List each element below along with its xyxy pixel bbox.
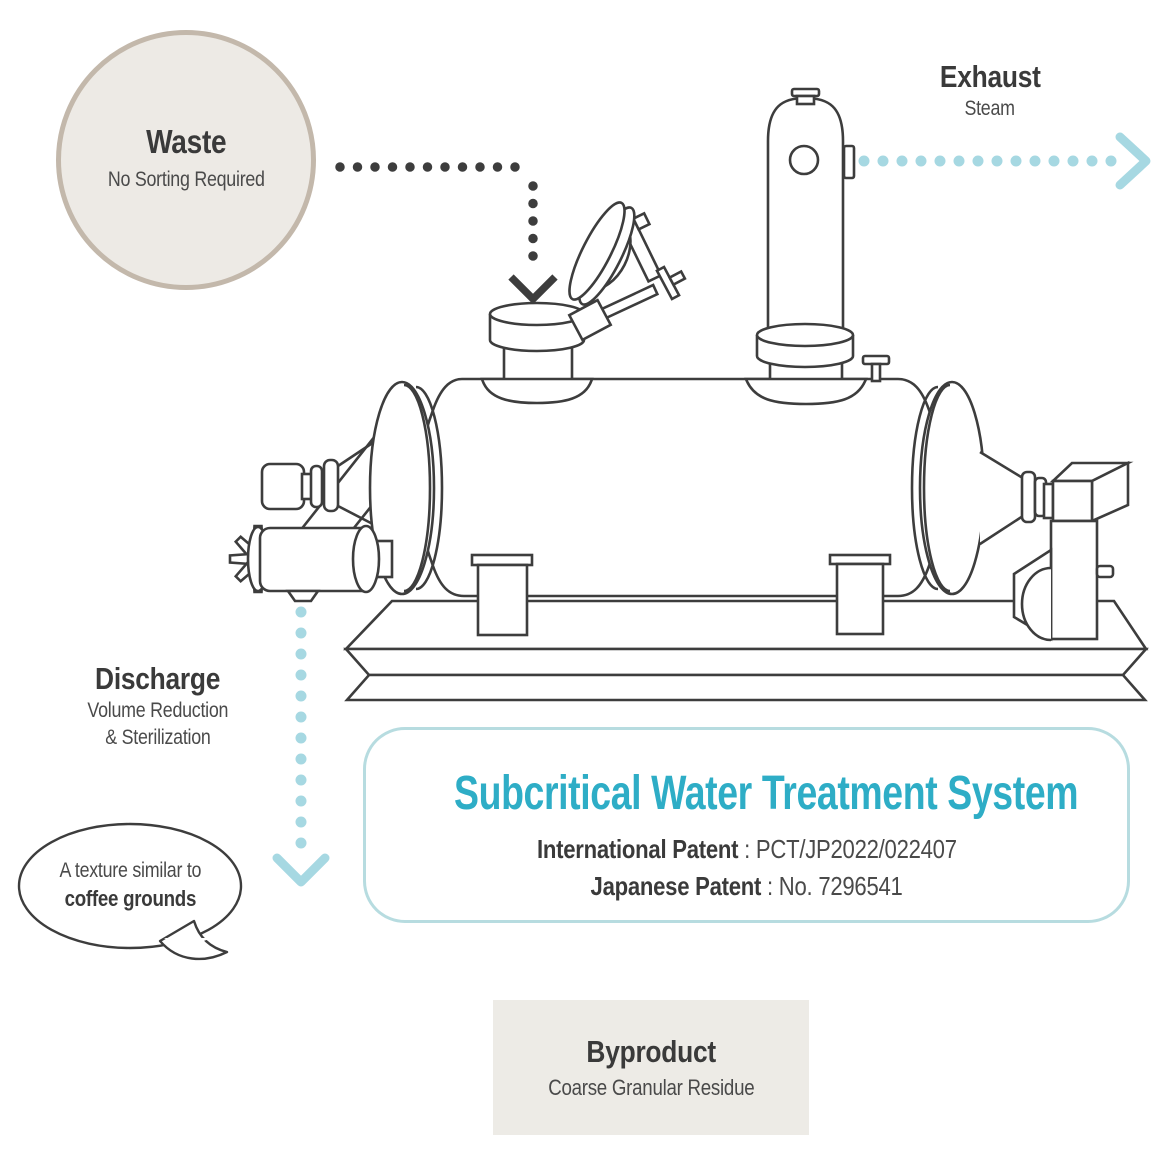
byproduct-subtitle: Coarse Granular Residue — [547, 1074, 755, 1100]
discharge-subtitle-line1: Volume Reduction — [87, 699, 229, 723]
byproduct-node: Byproduct Coarse Granular Residue — [493, 1000, 809, 1135]
steam-flow-arrow — [858, 132, 1151, 190]
waste-title: Waste — [145, 123, 227, 161]
hatch-lid-assembly — [567, 201, 687, 342]
base-platform — [342, 599, 1149, 702]
bubble-line1: A texture similar to — [59, 859, 201, 882]
side-nozzle — [260, 458, 340, 513]
patent-list: International Patent : PCT/JP2022/022407… — [366, 833, 1127, 903]
support-legs — [470, 553, 892, 637]
waste-subtitle: No Sorting Required — [107, 168, 265, 192]
patent-row-japanese: Japanese Patent : No. 7296541 — [590, 871, 903, 901]
speech-bubble — [17, 822, 243, 961]
drive-pedestal — [1049, 519, 1099, 641]
discharge-subtitle-line2: & Sterilization — [105, 726, 211, 750]
exhaust-title: Exhaust — [939, 59, 1041, 94]
system-box: Subcritical Water Treatment System Inter… — [363, 727, 1130, 923]
top-valve — [861, 354, 891, 383]
drive-unit — [979, 450, 1134, 642]
discharge-flow-arrow — [272, 606, 330, 887]
discharge-label: Discharge Volume Reduction & Sterilizati… — [48, 661, 268, 751]
discharge-title: Discharge — [95, 661, 221, 696]
bubble-line2: coffee grounds — [64, 886, 196, 912]
porthole — [788, 144, 820, 176]
vessel-body — [368, 377, 986, 598]
waste-flow-arrow — [335, 162, 558, 305]
inlet-port — [480, 301, 594, 405]
hatch-lid — [568, 201, 636, 306]
system-title: Subcritical Water Treatment System — [454, 767, 1079, 820]
exhaust-column — [744, 87, 868, 406]
discharge-outlet — [285, 589, 321, 603]
exhaust-label: Exhaust Steam — [880, 59, 1100, 123]
steam-outlet-flange — [842, 144, 856, 180]
patent-row-international: International Patent : PCT/JP2022/022407 — [536, 834, 957, 864]
exhaust-subtitle: Steam — [964, 97, 1016, 121]
speech-bubble-text: A texture similar to coffee grounds — [18, 856, 242, 912]
byproduct-title: Byproduct — [586, 1033, 716, 1069]
waste-node: Waste No Sorting Required — [56, 30, 316, 290]
discharge-screw-unit — [228, 524, 394, 603]
